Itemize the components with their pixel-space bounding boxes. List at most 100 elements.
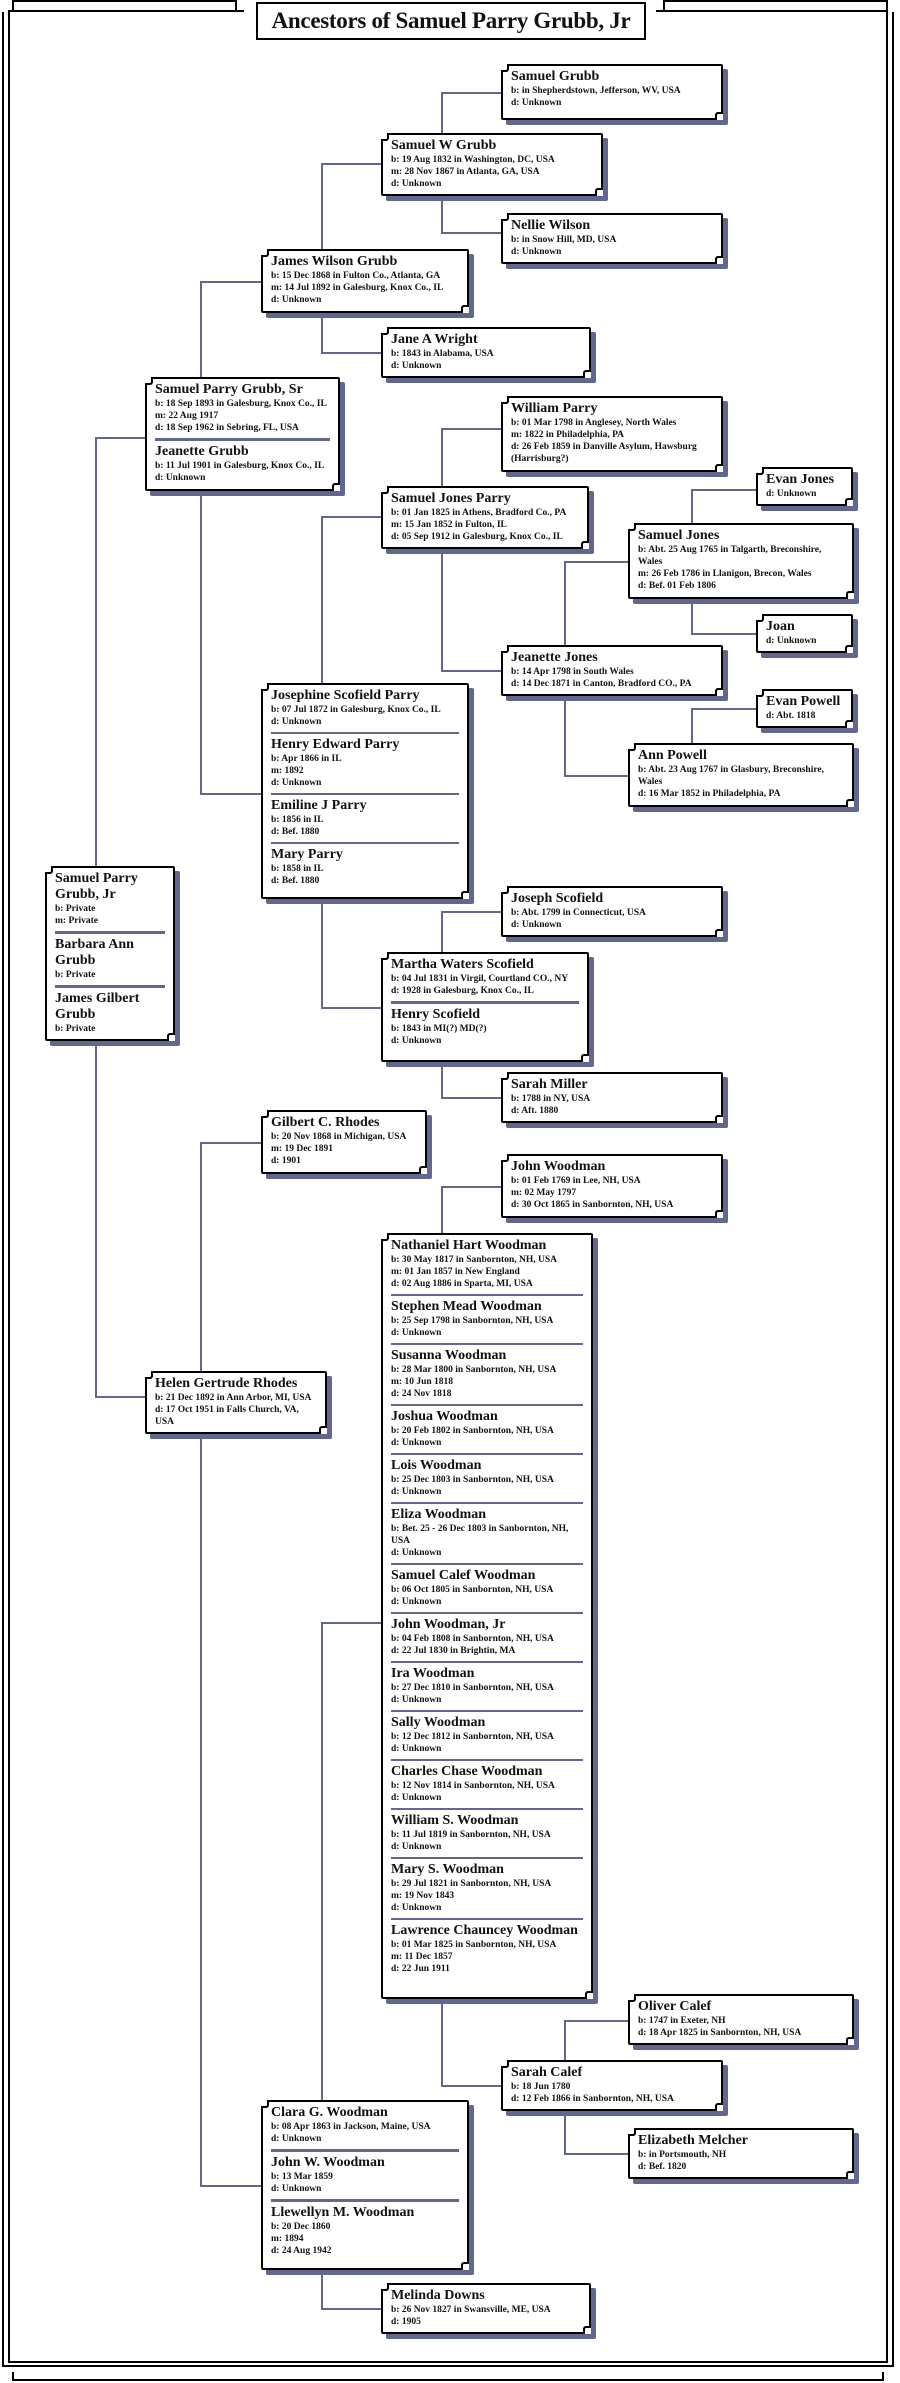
person-fact: d: Unknown — [391, 1036, 442, 1046]
person-fact: d: Unknown — [271, 2184, 322, 2194]
page-border-bottom — [12, 2372, 884, 2381]
person-name: Henry Edward Parry — [271, 737, 400, 752]
connector-line — [564, 697, 566, 775]
page-border-cap-left — [12, 0, 237, 12]
person-fact: d: 22 Jul 1830 in Brightin, MA — [391, 1646, 516, 1656]
connector-line — [441, 1186, 443, 1233]
person-name: Charles Chase Woodman — [391, 1764, 543, 1779]
connector-line — [95, 1396, 145, 1398]
person-fact: d: 14 Dec 1871 in Canton, Bradford CO., … — [511, 679, 692, 689]
connector-line — [691, 708, 756, 710]
connector-line — [95, 437, 145, 439]
person-fact: d: Unknown — [391, 1842, 442, 1852]
person-fact: b: Abt. 25 Aug 1765 in Talgarth, Brecons… — [638, 545, 822, 567]
person-name: William S. Woodman — [391, 1813, 519, 1828]
person-fact: b: 29 Jul 1821 in Sanbornton, NH, USA — [391, 1879, 552, 1889]
person-name: John Woodman, Jr — [391, 1617, 506, 1632]
person-name: Elizabeth Melcher — [638, 2133, 749, 2148]
person-name: Oliver Calef — [638, 1999, 712, 2014]
connector-line — [441, 911, 443, 952]
person-name: Eliza Woodman — [391, 1507, 487, 1522]
page-border-cap-right — [663, 0, 888, 12]
person-fact: b: Private — [55, 970, 96, 980]
person-name: Martha Waters Scofield — [391, 957, 534, 972]
connector-line — [564, 561, 566, 645]
connector-line — [95, 1000, 97, 1396]
person-fact: b: 1858 in IL — [271, 864, 324, 874]
connector-line — [321, 1622, 381, 1624]
person-fact: d: Unknown — [511, 98, 562, 108]
person-fact: b: 01 Jan 1825 in Athens, Bradford Co., … — [391, 508, 567, 518]
connector-line — [200, 281, 202, 377]
person-name: Sarah Miller — [511, 1077, 588, 1092]
person-fact: d: 26 Feb 1859 in Danville Asylum, Hawsb… — [511, 442, 697, 464]
person-fact: b: Abt. 23 Aug 1767 in Glasbury, Brecons… — [638, 765, 824, 787]
person-name: Lawrence Chauncey Woodman — [391, 1923, 578, 1938]
person-fact: d: 12 Feb 1866 in Sanbornton, NH, USA — [511, 2094, 674, 2104]
connector-line — [321, 1007, 381, 1009]
person-fact: d: Unknown — [391, 1695, 442, 1705]
person-name: Mary Parry — [271, 847, 343, 862]
person-entry: Barbara Ann Grubb b: Private — [55, 931, 165, 981]
person-fact: d: Unknown — [391, 1793, 442, 1803]
person-fact: d: Abt. 1818 — [766, 711, 816, 721]
connector-line — [441, 550, 443, 670]
person-fact: d: 16 Mar 1852 in Philadelphia, PA — [638, 789, 781, 799]
person-name: Joseph Scofield — [511, 891, 604, 906]
person-fact: d: Bef. 1880 — [271, 876, 320, 886]
connector-line — [441, 92, 443, 133]
person-name: Barbara Ann Grubb — [55, 937, 134, 968]
person-fact: m: 28 Nov 1867 in Atlanta, GA, USA — [391, 167, 540, 177]
connector-line — [200, 281, 261, 283]
person-fact: d: Bef. 1880 — [271, 827, 320, 837]
person-name: William Parry — [511, 401, 598, 416]
person-name: James Gilbert Grubb — [55, 991, 140, 1022]
person-fact: b: 07 Jul 1872 in Galesburg, Knox Co., I… — [271, 705, 441, 715]
person-fact: b: 20 Feb 1802 in Sanbornton, NH, USA — [391, 1426, 554, 1436]
person-fact: d: Bef. 1820 — [638, 2162, 687, 2172]
person-fact: b: 26 Nov 1827 in Swansville, ME, USA — [391, 2305, 551, 2315]
person-fact: d: 18 Apr 1825 in Sanbornton, NH, USA — [638, 2028, 802, 2038]
connector-line — [441, 2085, 501, 2087]
person-fact: d: Unknown — [391, 179, 442, 189]
